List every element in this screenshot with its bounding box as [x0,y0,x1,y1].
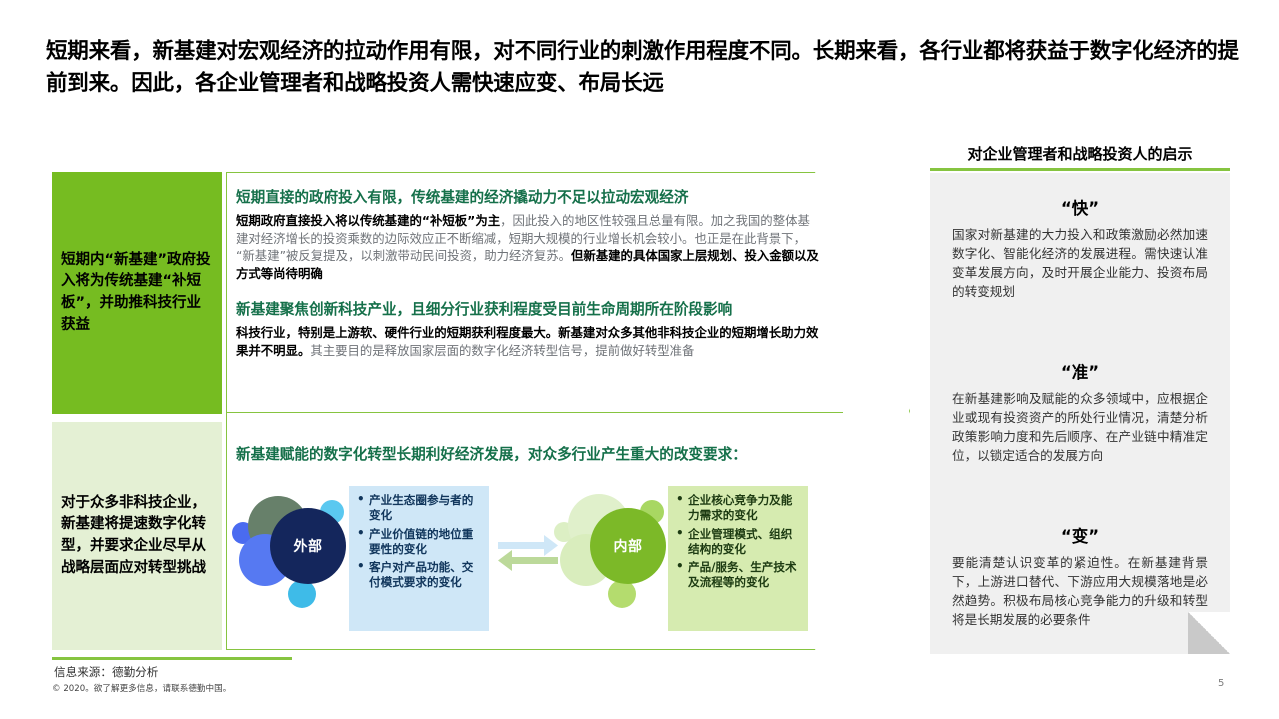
internal-hub-label: 内部 [613,539,643,555]
content-block-2-heading: 新基建聚焦创新科技产业，且细分行业获利程度受目前生命周期所在阶段影响 [236,301,733,318]
content-block-1-text: ，因此投入的地区性较强且总量有限。加之我国的整体基建对经济增长的投资乘数的边际效… [236,213,810,264]
content-block-1-body: 短期政府直接投入将以传统基建的“补短板”为主，因此投入的地区性较强且总量有限。加… [236,212,822,282]
left-label-long-term: 对于众多非科技企业，新基建将提速数字化转型，并要求企业尽早从战略层面应对转型挑战 [52,422,222,650]
left-label-short-term: 短期内“新基建”政府投入将为传统基建“补短板”，并助推科技行业获益 [52,172,222,414]
external-bullet-1: 产业生态圈参与者的变化 [357,492,481,524]
content-block-2-lead: 科技行业，特别是上游软、硬件行业的短期获利程度最大。新基建对众多其他非科技企业的… [236,325,819,358]
chevron-divider [226,412,843,413]
page-title: 短期来看，新基建对宏观经济的拉动作用有限，对不同行业的刺激作用程度不同。长期来看… [46,39,1239,96]
two-way-arrows-icon [498,535,558,571]
content-block-2-body: 科技行业，特别是上游软、硬件行业的短期获利程度最大。新基建对众多其他非科技企业的… [236,324,822,359]
insight-item-bian-title: “变” [1060,527,1100,546]
page-corner-fold-icon [1188,612,1230,654]
insight-item-zhun-title: “准” [1060,363,1100,382]
external-hub-label: 外部 [293,539,323,555]
external-hub: 外部 [270,508,346,584]
copyright-note: © 2020。欲了解更多信息，请联系德勤中国。 [52,684,232,694]
source-note: 信息来源：德勤分析 [54,665,159,679]
content-block-1-heading: 短期直接的政府投入有限，传统基建的经济撬动力不足以拉动宏观经济 [236,189,689,206]
content-block-1-tail: 但新基建的具体国家上层规划、投入金额以及方式等尚待明确 [236,248,819,281]
insight-item-bian-text: 要能清楚认识变革的紧迫性。在新基建背景下，上游进口替代、下游应用大规模落地是必然… [952,555,1208,627]
internal-bullets-box: 企业核心竞争力及能力需求的变化 企业管理模式、组织结构的变化 产品/服务、生产技… [668,486,808,631]
insight-item-kuai: “快” 国家对新基建的大力投入和政策激励必然加速数字化、智能化经济的发展进程。需… [930,195,1230,302]
internal-hub: 内部 [590,508,666,584]
external-bullet-2: 产业价值链的地位重要性的变化 [357,526,481,558]
external-bullet-3: 客户对产品功能、交付模式要求的变化 [357,559,481,591]
insights-panel: “快” 国家对新基建的大力投入和政策激励必然加速数字化、智能化经济的发展进程。需… [930,173,1230,654]
insights-panel-rule [930,168,1230,171]
content-block-2-text: 其主要目的是释放国家层面的数字化经济转型信号，提前做好转型准备 [310,342,695,358]
insight-item-kuai-title: “快” [1060,199,1100,218]
external-bullets-box: 产业生态圈参与者的变化 产业价值链的地位重要性的变化 客户对产品功能、交付模式要… [349,486,489,631]
decorative-circle-green-bottom [608,580,636,608]
transformation-diagram: 外部 产业生态圈参与者的变化 产业价值链的地位重要性的变化 客户对产品功能、交付… [232,486,832,631]
content-block-3: 新基建赋能的数字化转型长期利好经济发展，对众多行业产生重大的改变要求： [236,445,822,469]
content-block-3-heading: 新基建赋能的数字化转型长期利好经济发展，对众多行业产生重大的改变要求： [236,446,747,463]
content-block-2: 新基建聚焦创新科技产业，且细分行业获利程度受目前生命周期所在阶段影响 科技行业，… [236,300,822,359]
decorative-circle-cyan-bottom [288,580,316,608]
left-label-long-term-text: 对于众多非科技企业，新基建将提速数字化转型，并要求企业尽早从战略层面应对转型挑战 [61,494,206,576]
footer-rule [52,657,292,660]
internal-bullet-1: 企业核心竞争力及能力需求的变化 [676,492,800,524]
insight-item-zhun: “准” 在新基建影响及赋能的众多领域中，应根据企业或现有投资资产的所处行业情况，… [930,359,1230,466]
page-number: 5 [1218,678,1225,689]
content-block-1: 短期直接的政府投入有限，传统基建的经济撬动力不足以拉动宏观经济 短期政府直接投入… [236,188,822,283]
insight-item-zhun-text: 在新基建影响及赋能的众多领域中，应根据企业或现有投资资产的所处行业情况，清楚分析… [952,391,1208,463]
left-label-short-term-text: 短期内“新基建”政府投入将为传统基建“补短板”，并助推科技行业获益 [61,251,211,333]
insights-panel-title: 对企业管理者和战略投资人的启示 [967,145,1193,163]
insight-item-bian: “变” 要能清楚认识变革的紧迫性。在新基建背景下，上游进口替代、下游应用大规模落… [930,523,1230,630]
insight-item-kuai-text: 国家对新基建的大力投入和政策激励必然加速数字化、智能化经济的发展进程。需快速认准… [952,227,1208,299]
content-block-1-lead: 短期政府直接投入将以传统基建的“补短板”为主 [236,213,501,229]
internal-bullet-3: 产品/服务、生产技术及流程等的变化 [676,559,800,591]
internal-bullet-2: 企业管理模式、组织结构的变化 [676,526,800,558]
